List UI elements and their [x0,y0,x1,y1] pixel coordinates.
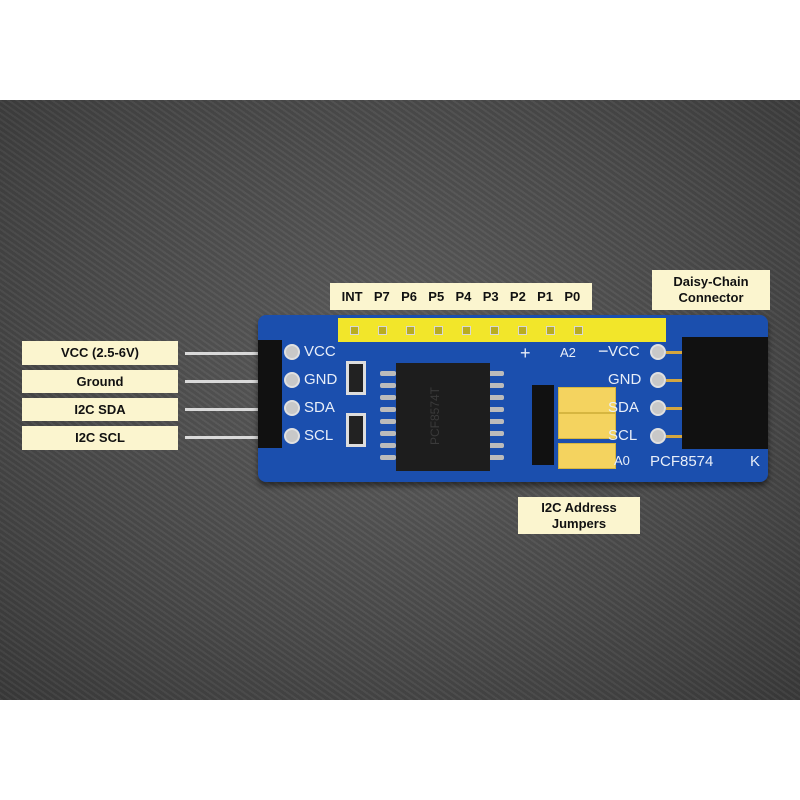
silk-scl-right: SCL [608,427,638,444]
smd-component [346,361,366,395]
pad [650,344,666,360]
jumper-a1[interactable] [558,413,616,439]
callout-sda: I2C SDA [22,398,178,421]
pin-label: P7 [373,288,390,304]
pcf8574-chip: PCF8574T [396,363,490,471]
pin-label: INT [341,288,363,304]
silk-a2: A2 [560,345,576,360]
pad [284,400,300,416]
pad [650,428,666,444]
silk-plus: + [520,343,531,363]
silk-model: PCF8574 [650,453,714,470]
pad [650,400,666,416]
silk-minus: − [598,341,609,361]
header-pin [185,408,260,411]
header-pin [185,352,260,355]
jumper-a2[interactable] [558,387,616,413]
silk-vcc: VCC [304,343,336,360]
silk-gnd: GND [304,371,338,388]
pad [284,344,300,360]
jumper-a0[interactable] [558,443,616,469]
male-header [258,340,282,448]
silk-sda: SDA [304,399,335,416]
silk-gnd-right: GND [608,371,642,388]
callout-daisy-chain: Daisy-Chain Connector [652,270,770,310]
silk-scl: SCL [304,427,334,444]
pin-label: P5 [428,288,445,304]
silk-sda-right: SDA [608,399,639,416]
callout-io-pins: INT P7 P6 P5 P4 P3 P2 P1 P0 [330,283,592,310]
header-pin [185,380,260,383]
daisy-chain-female-header [682,337,768,449]
pad [284,372,300,388]
pin-label: P3 [482,288,499,304]
io-header [338,318,666,342]
smd-component [346,413,366,447]
pin-label: P1 [537,288,554,304]
pin-label: P4 [455,288,472,304]
pin-label: P6 [401,288,417,304]
pin-label: P2 [509,288,526,304]
callout-vcc: VCC (2.5-6V) [22,341,178,365]
silk-a0: A0 [614,453,630,468]
chip-marking: PCF8574T [428,386,443,446]
pad [650,372,666,388]
callout-scl: I2C SCL [22,426,178,450]
callout-ground: Ground [22,370,178,393]
pcf8574-board: VCC GND SDA SCL PCF8574T + A2 − A0 VCC G… [258,315,768,482]
callout-address-jumpers: I2C Address Jumpers [518,497,640,534]
header-pin [185,436,260,439]
pad [284,428,300,444]
silk-k: K [750,453,761,470]
silk-vcc-right: VCC [608,343,640,360]
jumper-header [532,385,554,465]
pin-label: P0 [564,288,581,304]
